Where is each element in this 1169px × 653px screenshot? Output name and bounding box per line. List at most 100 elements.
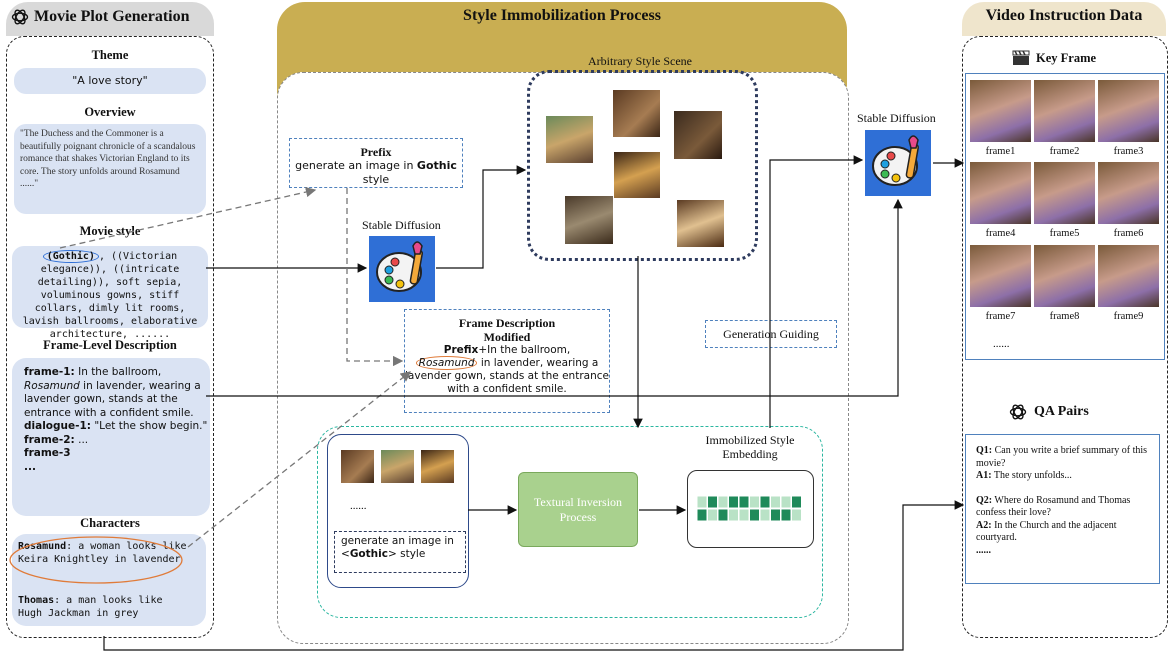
qa-q2: Q2: Where do Rosamund and Thomas confess… — [976, 495, 1151, 520]
qa-a1: A1: The story unfolds... — [976, 470, 1151, 483]
embedding-cell — [707, 495, 718, 509]
keyframe-label-6: frame6 — [1113, 228, 1144, 239]
overview-text: "The Duchess and the Commoner is a beaut… — [14, 124, 206, 214]
embedding-cell — [759, 495, 771, 509]
palette-icon-right — [865, 130, 931, 196]
a1-text: The story unfolds... — [991, 470, 1072, 481]
palette-icon — [872, 135, 919, 186]
keyframe-image-7 — [970, 245, 1031, 307]
embedding-cell — [770, 508, 781, 522]
embedding-cell — [696, 508, 708, 522]
embedding-cell — [749, 495, 760, 509]
gen-gothic: Gothic — [349, 548, 388, 560]
left-title: Movie Plot Generation — [10, 7, 190, 27]
clapperboard-icon — [1012, 50, 1030, 65]
embedding-cell — [728, 495, 739, 509]
scene-image-2 — [613, 90, 660, 137]
scene-image-1 — [546, 116, 593, 163]
embedding-cell — [738, 508, 750, 522]
prefix-gothic: Gothic — [416, 159, 457, 172]
dialogue-label: dialogue-1: — [24, 420, 91, 432]
character-thomas: Thomas: a man looks like Hugh Jackman in… — [18, 594, 188, 620]
keyframe-label-4: frame4 — [985, 228, 1016, 239]
frame-description-box: Frame Description Modified Prefix+In the… — [404, 309, 610, 413]
frame2-label: frame-2: — [24, 433, 75, 446]
keyframe-label-2: frame2 — [1049, 146, 1080, 157]
prefix-box: Prefix generate an image in Gothic style — [289, 138, 463, 188]
textual-inversion-box: Textural Inversion Process — [518, 472, 638, 547]
sd-label-center: Stable Diffusion — [362, 218, 441, 232]
keyframe-image-5 — [1034, 162, 1095, 224]
keyframe-label-5: frame5 — [1049, 228, 1080, 239]
qa-q1: Q1: Can you write a brief summary of thi… — [976, 445, 1151, 470]
scene-title: Arbitrary Style Scene — [588, 54, 692, 68]
embedding-cell — [759, 508, 771, 522]
char1-name: Rosamund — [18, 541, 67, 552]
embedding-cell — [717, 495, 729, 509]
gen-text-b: > style — [387, 548, 426, 560]
q1-text: Can you write a brief summary of this mo… — [976, 445, 1148, 469]
train-image-3 — [421, 450, 454, 483]
frame1-text-a: In the ballroom, — [74, 366, 162, 378]
embedding-cell — [780, 495, 792, 509]
train-image-1 — [341, 450, 374, 483]
a2-text: In the Church and the adjacent courtyard… — [976, 519, 1117, 544]
scene-image-6 — [677, 200, 724, 247]
openai-logo-icon — [11, 9, 29, 25]
embedding-cell — [749, 508, 760, 522]
keyframe-label-7: frame7 — [985, 311, 1016, 322]
palette-icon — [376, 241, 423, 292]
qa-box: Q1: Can you write a brief summary of thi… — [965, 434, 1160, 584]
openai-logo-icon — [1009, 404, 1027, 420]
style-title: Style Immobilization Process — [463, 7, 661, 24]
right-title: Video Instruction Data — [985, 7, 1143, 24]
overview-title: Overview — [84, 105, 136, 119]
keyframe-label-8: frame8 — [1049, 311, 1080, 322]
train-image-2 — [381, 450, 414, 483]
scene-image-5 — [565, 196, 613, 244]
fdm-prefix: Prefix — [443, 344, 479, 356]
scene-image-4 — [614, 152, 660, 198]
movie-style-body: , ((Victorian elegance)), ((intricate de… — [22, 251, 198, 340]
fdm-title: Frame Description Modified — [458, 316, 556, 344]
theme-title: Theme — [91, 48, 129, 62]
q1-label: Q1: — [976, 445, 993, 456]
qa-a2: A2: In the Church and the adjacent court… — [976, 520, 1151, 545]
embedding-cell — [738, 495, 750, 509]
prefix-title: Prefix — [360, 145, 392, 159]
frame-level-text: frame-1: In the ballroom, Rosamund in la… — [12, 358, 210, 516]
keyframe-image-1 — [970, 80, 1031, 142]
keyframe-image-9 — [1098, 245, 1159, 307]
a2-label: A2: — [976, 519, 992, 531]
keyframe-label-9: frame9 — [1113, 311, 1144, 322]
movie-style-text: (Gothic), ((Victorian elegance)), ((intr… — [12, 246, 208, 340]
theme-value: "A love story" — [14, 68, 206, 94]
embedding-cell — [770, 495, 781, 509]
right-header-bg — [962, 2, 1166, 36]
gen-prompt-box: generate an image in <Gothic> style — [334, 531, 466, 573]
embedding-cells — [696, 495, 802, 522]
keyframe-image-2 — [1034, 80, 1095, 142]
embedding-cell — [791, 495, 802, 509]
embedding-cell — [696, 495, 708, 509]
embedding-grid — [696, 495, 803, 527]
scene-image-3 — [674, 111, 722, 159]
embedding-title: Immobilized Style Embedding — [705, 433, 795, 461]
q2-text: Where do Rosamund and Thomas confess the… — [976, 494, 1131, 519]
character-rosamund: Rosamund: a woman looks like Keira Knigh… — [18, 540, 188, 566]
char2-name: Thomas — [18, 595, 55, 606]
movie-style-title: Movie style — [79, 224, 141, 238]
frame2-text: ... — [74, 433, 89, 446]
right-column — [962, 36, 1168, 638]
frame1-name: Rosamund — [24, 379, 80, 392]
embedding-cell — [717, 508, 729, 522]
characters-title: Characters — [80, 516, 140, 530]
embedding-cell — [707, 508, 718, 522]
embedding-cell — [728, 508, 739, 522]
fdm-text-a: +In the ballroom, — [478, 344, 571, 356]
frame-more: ... — [24, 460, 36, 473]
left-header-bg — [6, 2, 214, 36]
sd-label-right: Stable Diffusion — [857, 111, 936, 125]
fdm-name: Rosamund — [415, 356, 478, 370]
keyframe-image-6 — [1098, 162, 1159, 224]
